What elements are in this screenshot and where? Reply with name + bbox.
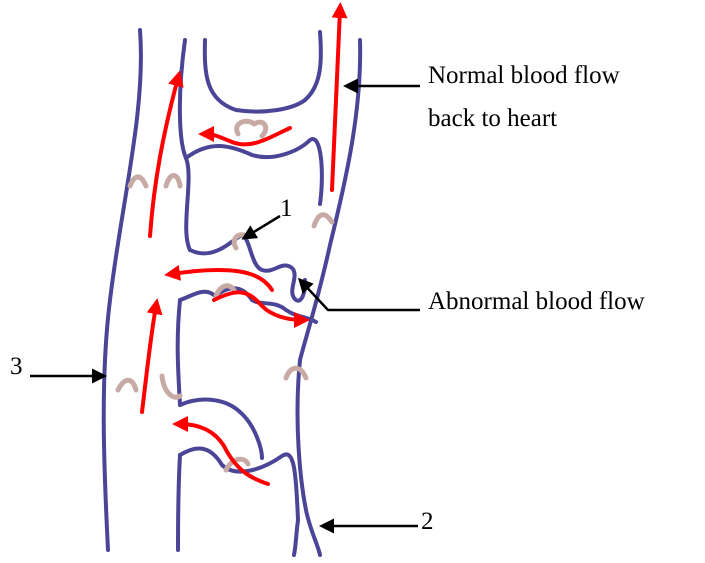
upper-bridge-bottom (186, 139, 322, 204)
label-abnormal-flow: Abnormal blood flow (428, 286, 645, 318)
pointer-marker-1 (244, 216, 280, 238)
pointer-arrows (30, 86, 420, 526)
left-vein-inner-wall-upper (180, 40, 190, 250)
flow-abnormal-right (214, 292, 302, 320)
label-marker-1: 1 (280, 193, 293, 225)
flow-left-lower-up (142, 306, 156, 412)
right-vein-outer-wall (298, 40, 361, 555)
valve-top-cusp (237, 121, 254, 134)
valve-top-cusp-2 (254, 122, 266, 136)
valve-lower-right-cusp (286, 368, 306, 378)
flow-left-upper-up (150, 78, 178, 236)
valve-upper-left-cusp-b (166, 176, 180, 187)
upper-bridge-top (205, 40, 305, 112)
flow-top-bridge (206, 128, 290, 144)
left-vein-inner-wall-bottom (178, 455, 180, 550)
label-normal-flow-line1: Normal blood flow (428, 60, 620, 92)
flow-right-vein-up (332, 10, 340, 190)
valve-upper-right-cusp (314, 215, 332, 226)
left-vein-inner-wall-lower (178, 300, 180, 405)
label-marker-3: 3 (10, 351, 23, 383)
right-vein-inner-wall-top (305, 32, 321, 100)
left-vein-outer-wall (104, 30, 141, 550)
valve-lower-left-cusp-a (118, 380, 136, 390)
valve-upper-left-cusp-a (130, 177, 146, 186)
label-normal-flow-line2: back to heart (428, 103, 557, 135)
right-vein-inner-wall-lower (294, 520, 298, 555)
label-marker-2: 2 (421, 506, 434, 538)
